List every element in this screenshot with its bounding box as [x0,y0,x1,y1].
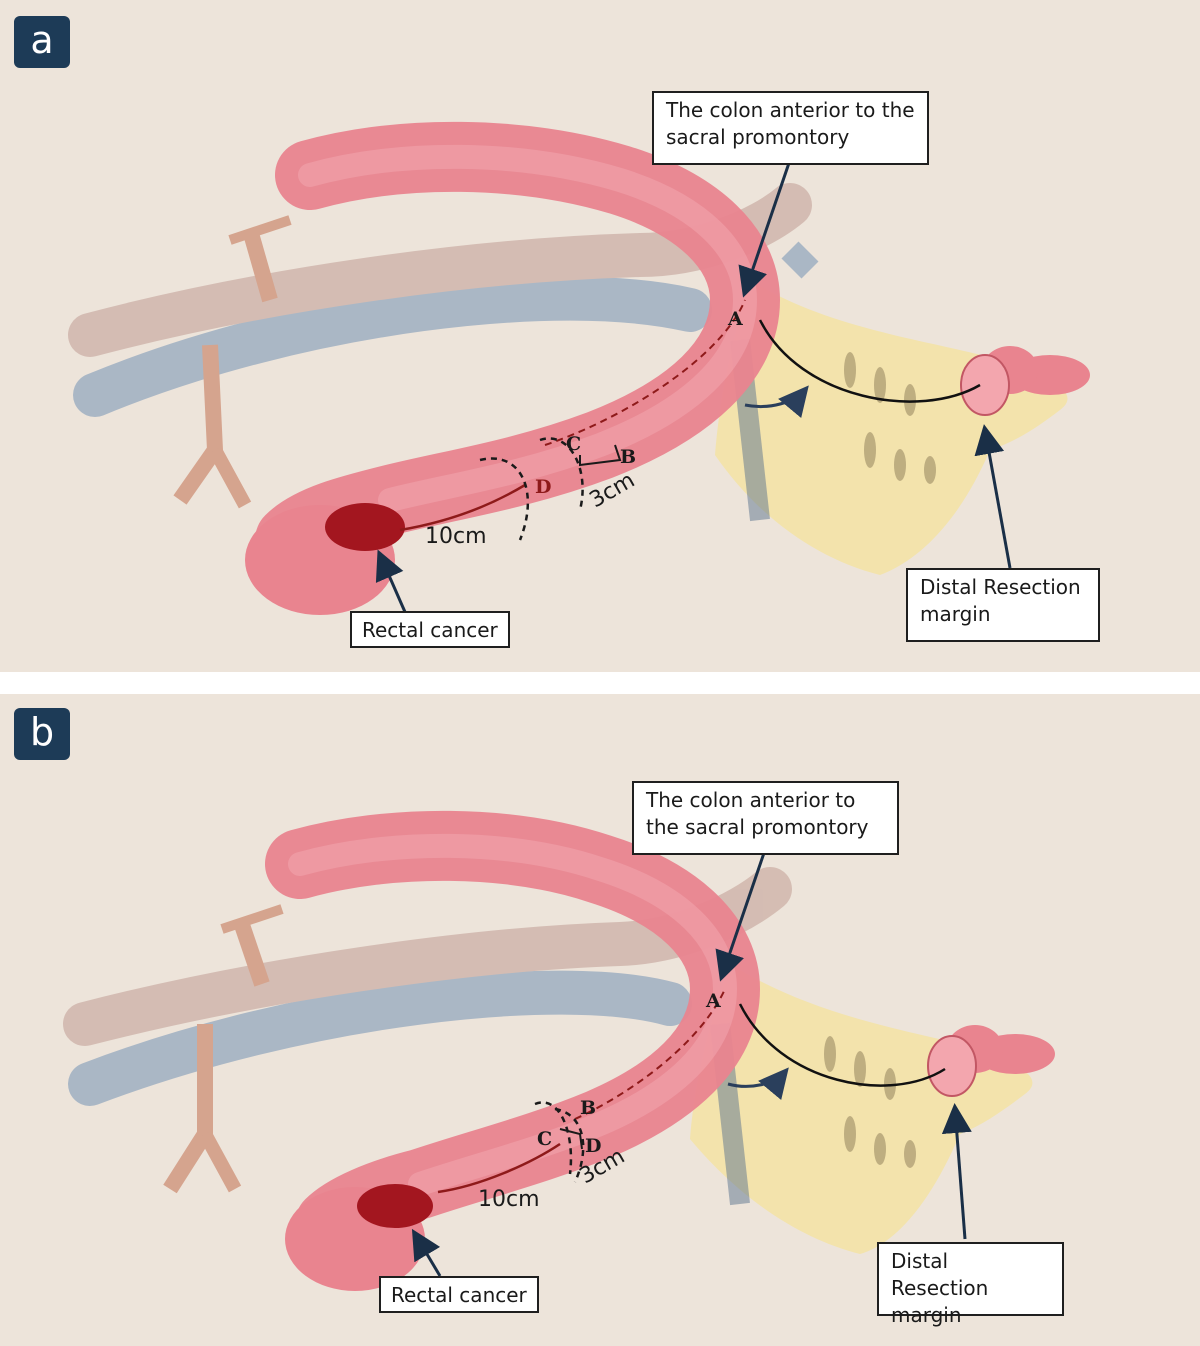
promontory-callout: The colon anterior to the sacral promont… [652,91,929,165]
panel-badge-b: b [14,708,70,760]
colon [285,846,725,1291]
tumor [357,1184,433,1228]
tumor [325,503,405,551]
margin-arrow [985,430,1010,568]
panel-b: A B C D 10cm 3cm b The colon anterior to… [0,694,1200,1346]
panel-a: A B C D 10cm 3cm a The colon anterior to… [0,0,1200,672]
promontory-callout: The colon anterior to the sacral promont… [632,781,899,855]
colon [245,157,745,615]
tumor-distance-label: 10cm [425,524,487,549]
point-c-label: C [537,1128,552,1150]
point-b-label: B [620,446,636,468]
point-b-label: B [580,1097,596,1119]
point-d-label: D [535,476,551,498]
point-a-label: A [727,308,743,330]
distal-resection-margin-callout: Distal Resection margin [906,568,1100,642]
distal-resection-margin-callout: Distal Resection margin [877,1242,1064,1316]
rectal-cancer-callout: Rectal cancer [350,611,510,648]
point-a-label: A [705,990,721,1012]
rectal-cancer-callout: Rectal cancer [379,1276,539,1313]
point-c-label: C [566,433,581,455]
panel-badge-a: a [14,16,70,68]
tumor-distance-label: 10cm [478,1187,540,1212]
